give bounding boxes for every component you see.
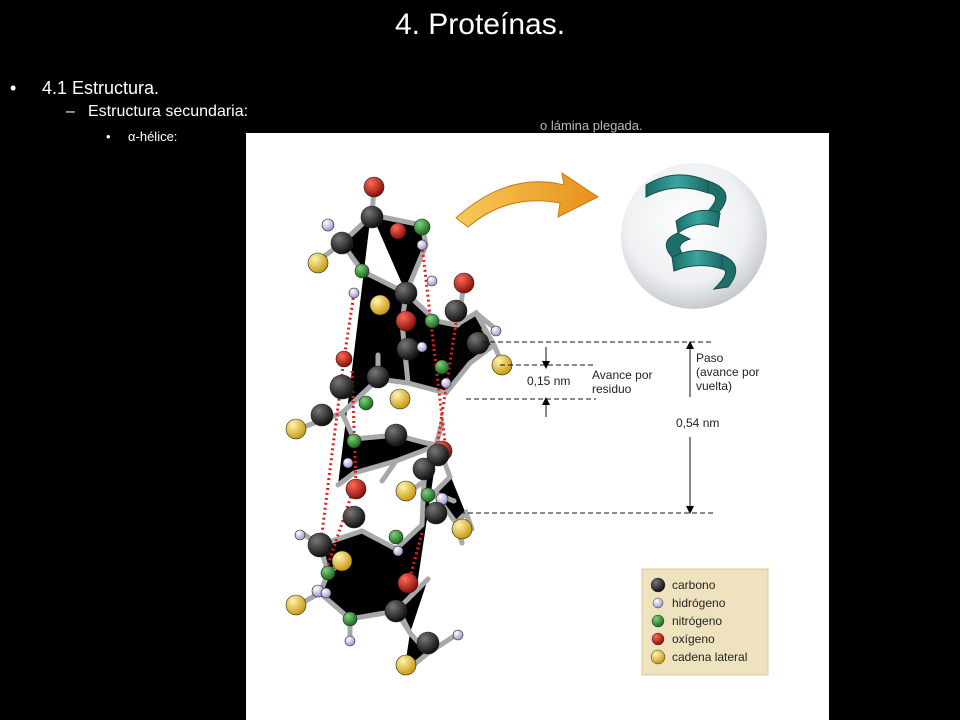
legend-swatch xyxy=(650,649,666,665)
bullet-text: -hélice: xyxy=(135,129,178,144)
helix-ribbon-icon xyxy=(645,174,737,290)
legend-swatch xyxy=(652,597,664,609)
legend-label: carbono xyxy=(672,578,716,592)
bullet-level-3: • α-hélice: xyxy=(106,129,177,144)
bullet-level-1: • 4.1 Estructura. xyxy=(10,78,159,99)
slide-title: 4. Proteínas. xyxy=(394,8,566,41)
pitch-label-3: vuelta) xyxy=(696,379,732,393)
measurement-lines xyxy=(460,341,714,514)
legend-label: oxígeno xyxy=(672,632,715,646)
pitch-label-1: Paso xyxy=(696,351,724,365)
pitch-value: 0,54 nm xyxy=(676,416,719,430)
orange-curved-arrow xyxy=(455,171,599,228)
atom-legend: carbono hidrógeno nitrógeno oxígeno cadena l… xyxy=(641,568,769,676)
legend-label: cadena lateral xyxy=(672,650,747,664)
bullet-dot: • xyxy=(10,78,17,98)
legend-label: nitrógeno xyxy=(672,614,722,628)
legend-label: hidrógeno xyxy=(672,596,726,610)
pitch-label-2: (avance por xyxy=(696,365,759,379)
cropped-caption-text: o lámina plegada. xyxy=(540,118,643,133)
legend-swatch xyxy=(651,614,665,628)
bullet-level-2: –Estructura secundaria: xyxy=(66,103,248,121)
bullet-dash: – xyxy=(66,103,75,120)
advance-label-2: residuo xyxy=(592,382,632,396)
alpha-helix-diagram: 0,15 nm Avance por residuo Paso (avance … xyxy=(285,163,769,676)
alpha-symbol: α xyxy=(128,129,136,144)
legend-swatch xyxy=(650,577,666,593)
atoms xyxy=(285,176,513,676)
alpha-helix-figure: 0,15 nm Avance por residuo Paso (avance … xyxy=(246,133,829,720)
bullet-dot: • xyxy=(106,129,111,144)
advance-label-1: Avance por xyxy=(592,368,653,382)
legend-swatch xyxy=(651,632,665,646)
advance-value: 0,15 nm xyxy=(527,374,570,388)
bullet-text: 4.1 Estructura. xyxy=(42,78,160,98)
bullet-text: Estructura secundaria: xyxy=(88,103,249,120)
